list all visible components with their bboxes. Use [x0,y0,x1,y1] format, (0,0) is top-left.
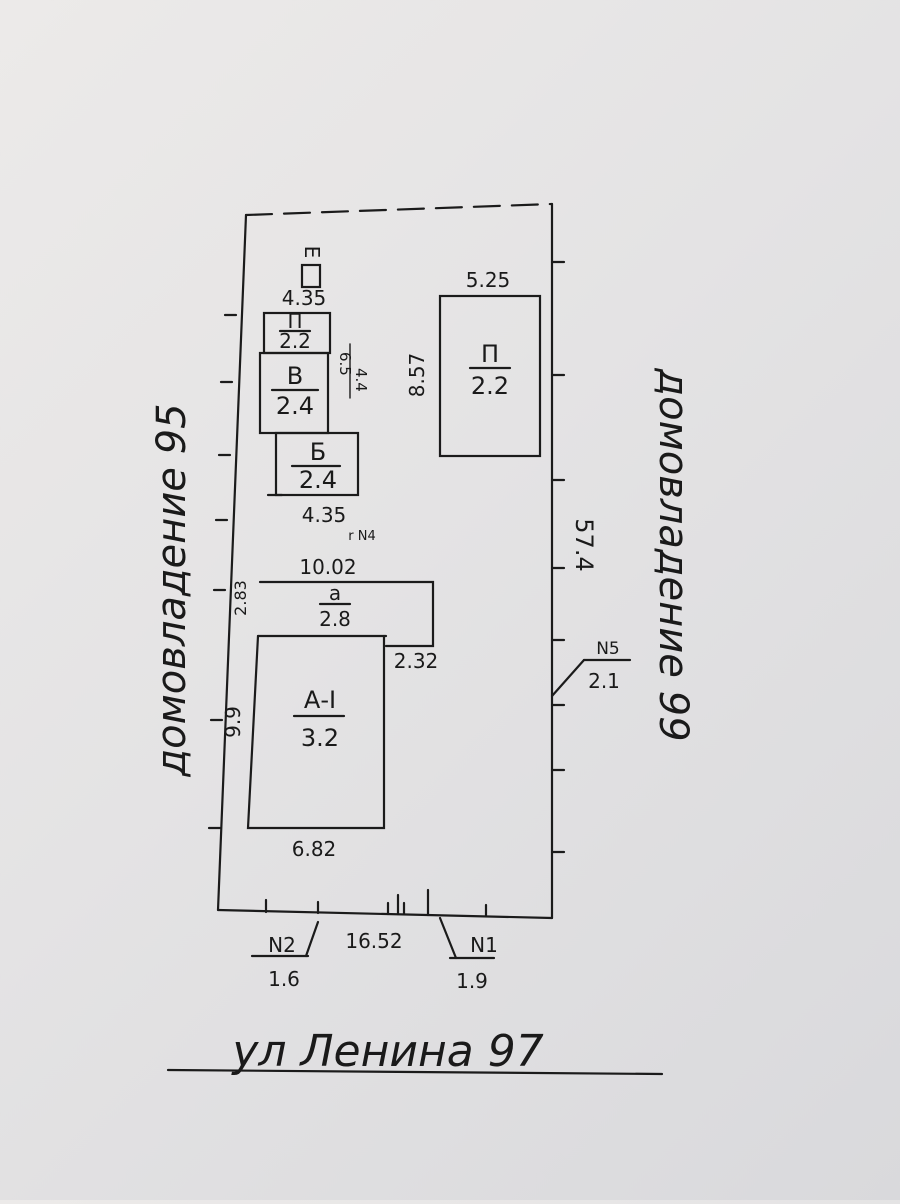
building-a-main: А-I 3.2 6.82 9.9 [221,634,386,861]
neighbor-right: домовладение 99 [650,367,696,741]
boundary-bottom [216,908,554,920]
boundary-top-dashed [244,202,554,217]
building-p-small-label: П [287,309,302,333]
building-a-main-height: 3.2 [301,724,339,752]
building-b-label: Б [310,438,326,466]
boundary-ticks [207,260,566,918]
building-a-main-width: 6.82 [292,837,337,861]
gate-n5-leader [550,658,586,698]
building-p-large-length: 8.57 [405,353,429,398]
building-b: Б 2.4 4.35 r N4 [266,431,376,544]
building-a-small-label: а [329,581,341,605]
building-e-width: 4.35 [282,286,327,310]
site-front-width: 16.52 [345,929,402,953]
building-v-height: 2.4 [276,392,314,420]
gate-n2-label: N2 [268,933,296,957]
building-a-small-height: 2.8 [319,607,351,631]
building-v-side-dim2: 4.4 [352,368,370,392]
building-p-large-height: 2.2 [471,372,509,400]
building-e-outline [300,263,322,289]
building-a-main-outline [246,634,386,830]
building-p-large: П 2.2 5.25 8.57 [405,268,542,458]
building-p-small: П 2.2 [262,309,332,355]
building-b-note: r N4 [348,529,375,544]
street-underline [166,1068,664,1076]
boundary-left [216,213,248,912]
street: ул Ленина 97 [166,1026,664,1077]
building-e-label: Е [300,246,324,259]
gate-n2-leader [304,920,320,958]
building-p-large-label: П [481,340,499,368]
building-e: Е 4.35 [282,246,327,310]
building-a-small-offset: 2.32 [394,649,439,673]
building-p-large-outline [438,294,542,458]
gate-n1: N1 1.9 [438,916,498,993]
building-a-small-width: 10.02 [299,555,356,579]
building-b-height: 2.4 [299,466,337,494]
building-b-outline [274,431,360,497]
building-v: В 2.4 6.5 4.4 [258,343,370,435]
building-p-large-width: 5.25 [466,268,511,292]
gate-n2: N2 1.6 [250,920,320,991]
building-a-main-label: А-I [304,686,336,714]
gate-n5-width: 2.1 [588,669,620,693]
plot-boundary [216,202,554,920]
gate-n1-width: 1.9 [456,969,488,993]
gate-n1-label: N1 [470,933,498,957]
site-depth: 57.4 [570,518,598,571]
building-a-main-length: 9.9 [221,706,245,738]
street-label: ул Ленина 97 [230,1026,543,1077]
gate-n5-label: N5 [596,639,620,659]
building-a-small: а 2.8 10.02 2.83 2.32 [231,555,438,673]
gate-n5: N5 2.1 [550,639,632,698]
building-v-side-dim: 6.5 [336,352,354,376]
building-b-width: 4.35 [302,503,347,527]
gate-n1-leader [438,916,458,960]
gate-n2-width: 1.6 [268,967,300,991]
building-v-label: В [287,362,303,390]
building-a-small-outline [258,580,435,648]
neighbor-left: домовладение 95 [149,403,195,777]
building-p-small-height: 2.2 [279,329,311,353]
building-a-small-depth: 2.83 [231,580,250,616]
